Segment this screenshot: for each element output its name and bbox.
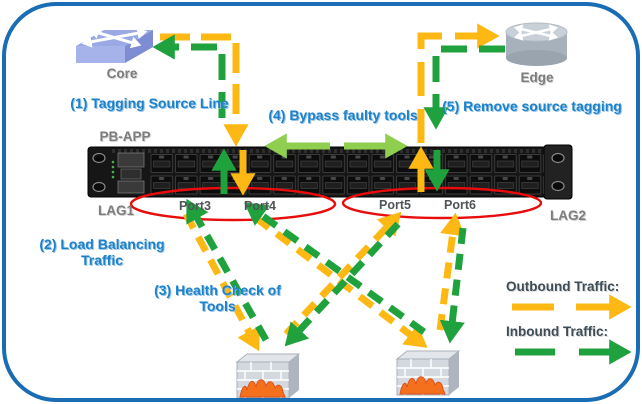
port3-label: Port3: [179, 199, 211, 213]
core-switch-icon: [76, 27, 153, 63]
inbound-firewall2-to-port4-arrow: [244, 202, 427, 335]
pb-app-label: PB-APP: [99, 129, 151, 144]
outbound-pbapp-to-edge-arrow: [417, 23, 500, 143]
step1-tagging-source-label: (1) Tagging Source Line: [70, 95, 229, 111]
inbound-pbapp-to-core-arrow: [152, 34, 226, 118]
firewall-left-icon: [236, 353, 300, 399]
outbound-core-to-pbapp-arrow: [160, 33, 249, 147]
edge-label: Edge: [520, 70, 554, 85]
port6-label: Port6: [444, 198, 476, 212]
legend-inbound-label: Inbound Traffic:: [506, 324, 608, 339]
port4-label: Port4: [244, 199, 276, 213]
edge-crossing-arrows-glyph: [513, 24, 559, 41]
lag2-label: LAG2: [549, 208, 586, 223]
lag1-label: LAG1: [97, 203, 134, 218]
outbound-firewall1-to-port5-arrow: [283, 211, 402, 337]
inbound-firewall1-to-port3-arrow: [186, 198, 270, 342]
core-label: Core: [106, 66, 138, 81]
step4-bypass-label: (4) Bypass faulty tools: [268, 107, 418, 123]
core-crossing-arrows-glyph: [81, 27, 148, 49]
legend-outbound-label: Outbound Traffic:: [506, 279, 620, 294]
inbound-edge-to-pbapp-arrow: [423, 45, 505, 130]
outbound-port3-to-firewall1-arrow: [182, 212, 260, 352]
inbound-port6-to-firewall2-arrow: [439, 227, 467, 344]
step2-load-balancing-label: (2) Load Balancing Traffic: [39, 236, 165, 268]
outbound-firewall2-to-port6-arrow: [436, 212, 466, 331]
outbound-traffic-arrows: [160, 23, 632, 352]
outbound-port4-to-firewall2-arrow: [253, 215, 428, 348]
edge-router-icon: [505, 22, 568, 66]
firewall-right-icon: [396, 350, 460, 396]
inbound-traffic-arrows: [152, 34, 632, 365]
port5-label: Port5: [379, 198, 411, 212]
step3-health-check-label: (3) Health Check of Tools: [154, 282, 281, 314]
step5-remove-tagging-label: (5) Remove source tagging: [442, 98, 622, 114]
